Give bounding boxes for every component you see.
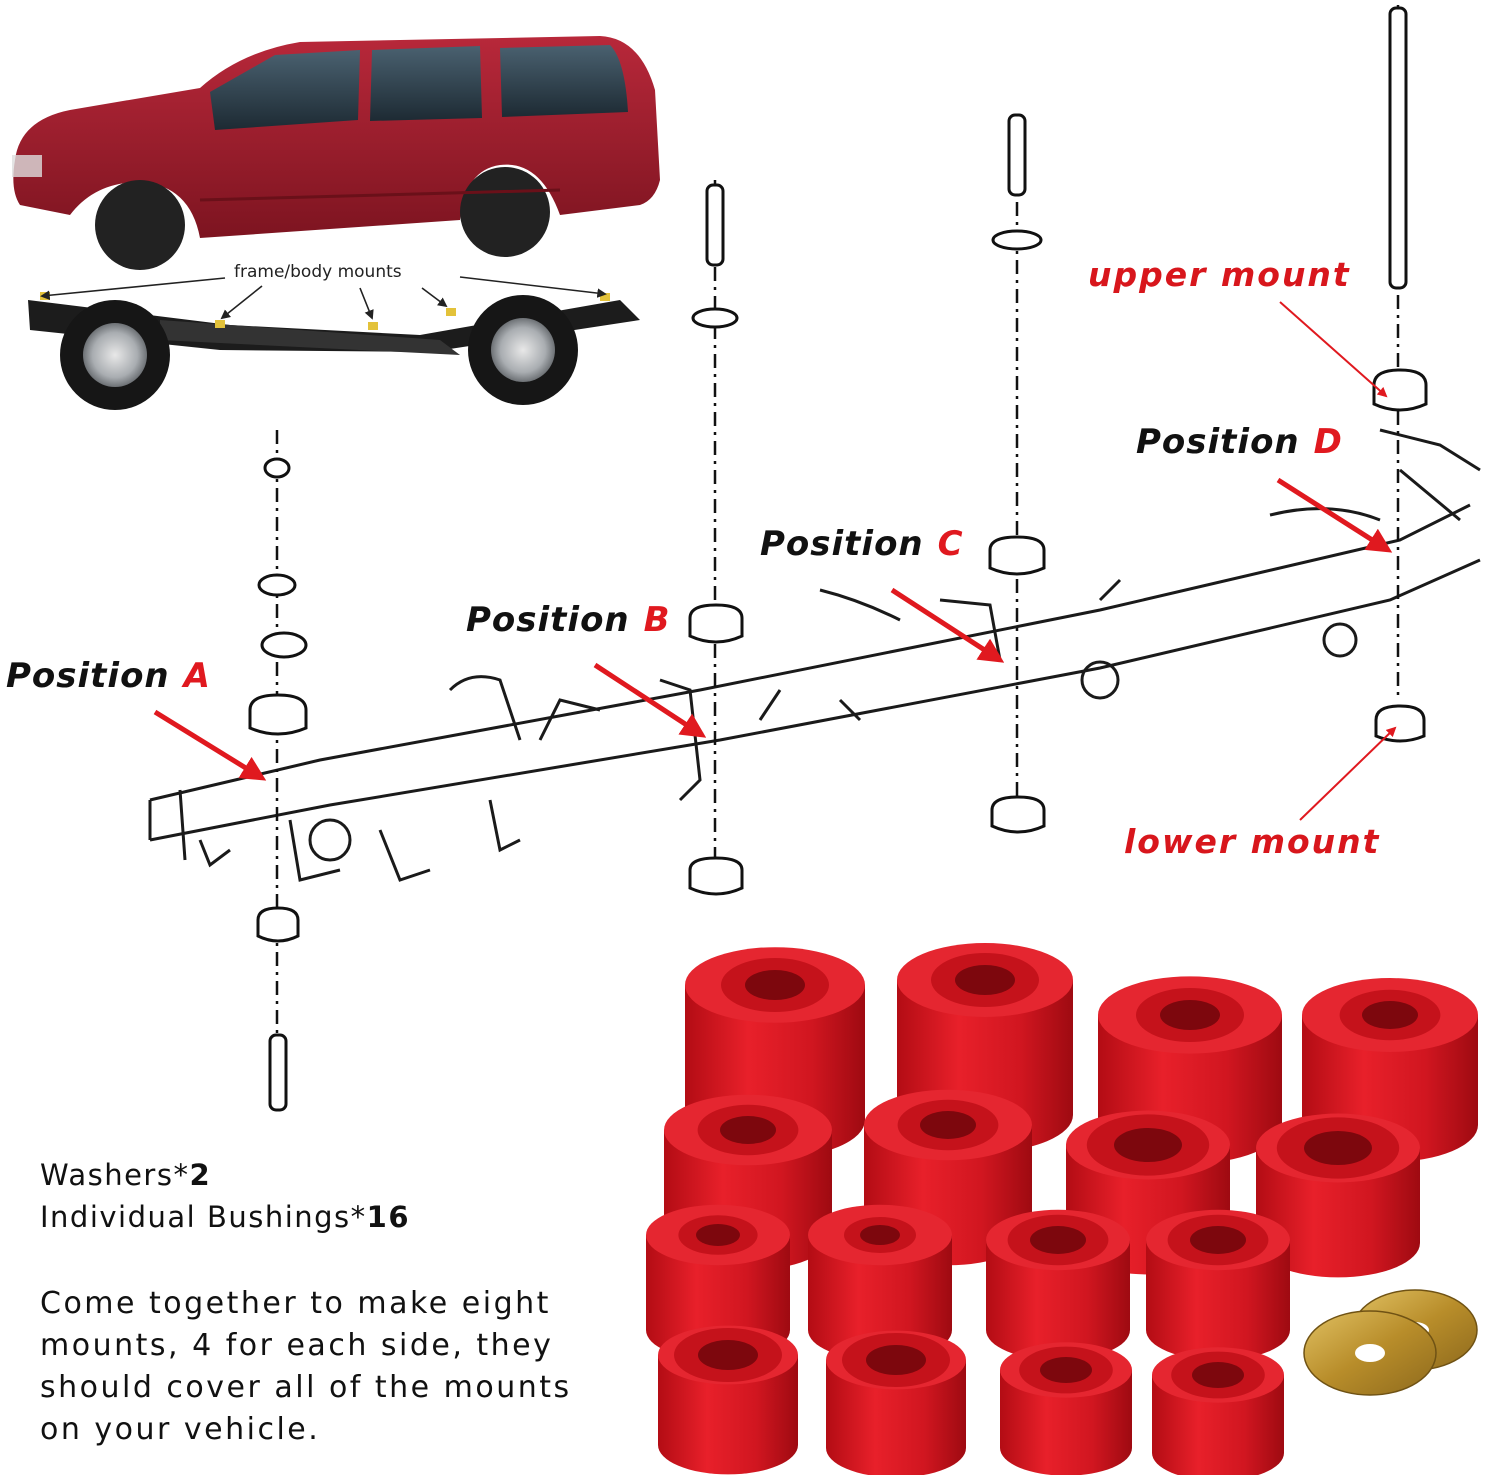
bushings-count: 16 [366, 1200, 411, 1234]
description-line: mounts, 4 for each side, they [40, 1328, 554, 1363]
kit-description: Come together to make eight mounts, 4 fo… [40, 1283, 640, 1451]
washer-set [1303, 1289, 1478, 1396]
washers-label: Washers* [40, 1158, 190, 1192]
washers-count: 2 [189, 1158, 212, 1192]
arrow-position-d [1276, 477, 1393, 553]
position-b-word: Position [466, 600, 630, 640]
arrow-position-c [890, 587, 1005, 663]
frame-line-drawing [148, 428, 1481, 882]
bushing [1000, 1342, 1132, 1475]
upper-mount-label: upper mount [1088, 255, 1351, 294]
bushing-body [1152, 1375, 1284, 1475]
bushing-set [646, 943, 1478, 1475]
bushing-body [1256, 1148, 1420, 1278]
bushing-hole [1030, 1226, 1086, 1254]
bushing-body [986, 1240, 1130, 1361]
bushing-hole [1114, 1128, 1182, 1162]
bushing-body [826, 1360, 966, 1475]
position-b-label: Position B [466, 600, 671, 640]
description-line: on your vehicle. [40, 1412, 321, 1447]
bushing-body [658, 1355, 798, 1475]
bushing-hole [696, 1224, 740, 1246]
bushing-hole [720, 1116, 776, 1144]
bushings-count-line: Individual Bushings*16 [40, 1196, 410, 1238]
mount-stack-b [688, 180, 744, 896]
bushings-label: Individual Bushings* [40, 1200, 367, 1234]
bushing [658, 1325, 798, 1475]
washers-count-line: Washers*2 [40, 1154, 211, 1196]
position-a-word: Position [6, 656, 170, 696]
position-d-label: Position D [1136, 422, 1343, 462]
arrow-position-a [153, 709, 267, 781]
bushing-hole [1040, 1357, 1092, 1383]
bushing [1256, 1113, 1420, 1278]
bushing-hole [745, 970, 805, 1000]
bushing-hole [1304, 1131, 1372, 1165]
arrow-position-b [593, 662, 707, 738]
bushing [808, 1204, 952, 1361]
bushing-hole [698, 1340, 758, 1370]
bushing-body [808, 1235, 952, 1361]
mount-stack-d [1372, 5, 1428, 743]
chassis-photo [28, 276, 640, 410]
position-arrows [153, 477, 1393, 781]
vehicle-photo [12, 36, 661, 270]
position-a-letter: A [183, 656, 211, 696]
description-line: should cover all of the mounts [40, 1370, 572, 1405]
position-c-word: Position [760, 524, 924, 564]
bushing [1146, 1209, 1290, 1361]
bushing-hole [955, 965, 1015, 995]
position-d-word: Position [1136, 422, 1300, 462]
bushing-hole [1362, 1001, 1418, 1029]
description-line: Come together to make eight [40, 1286, 551, 1321]
bushing-hole [1160, 1000, 1220, 1030]
position-a-label: Position A [6, 656, 211, 696]
bushing-body [1146, 1240, 1290, 1361]
bushing-hole [1192, 1362, 1244, 1388]
mount-stack-a [248, 430, 308, 1112]
bushing [664, 1094, 832, 1271]
bushing-body [1000, 1370, 1132, 1475]
bushing [1152, 1347, 1284, 1475]
bushing-hole [866, 1345, 926, 1375]
position-c-label: Position C [760, 524, 964, 564]
lower-mount-label: lower mount [1124, 822, 1381, 861]
position-b-letter: B [643, 600, 671, 640]
bushing-hole [860, 1225, 900, 1245]
arrow-upper-mount [1279, 301, 1388, 398]
mount-arrows [1279, 301, 1397, 821]
frame-body-mounts-label: frame/body mounts [234, 262, 402, 282]
bushing-hole [920, 1111, 976, 1139]
position-d-letter: D [1313, 422, 1343, 462]
bushing [826, 1330, 966, 1475]
bushing-hole [1190, 1226, 1246, 1254]
bushing [986, 1209, 1130, 1361]
arrow-lower-mount [1299, 726, 1397, 821]
position-c-letter: C [937, 524, 964, 564]
mount-stack-c [988, 113, 1046, 834]
